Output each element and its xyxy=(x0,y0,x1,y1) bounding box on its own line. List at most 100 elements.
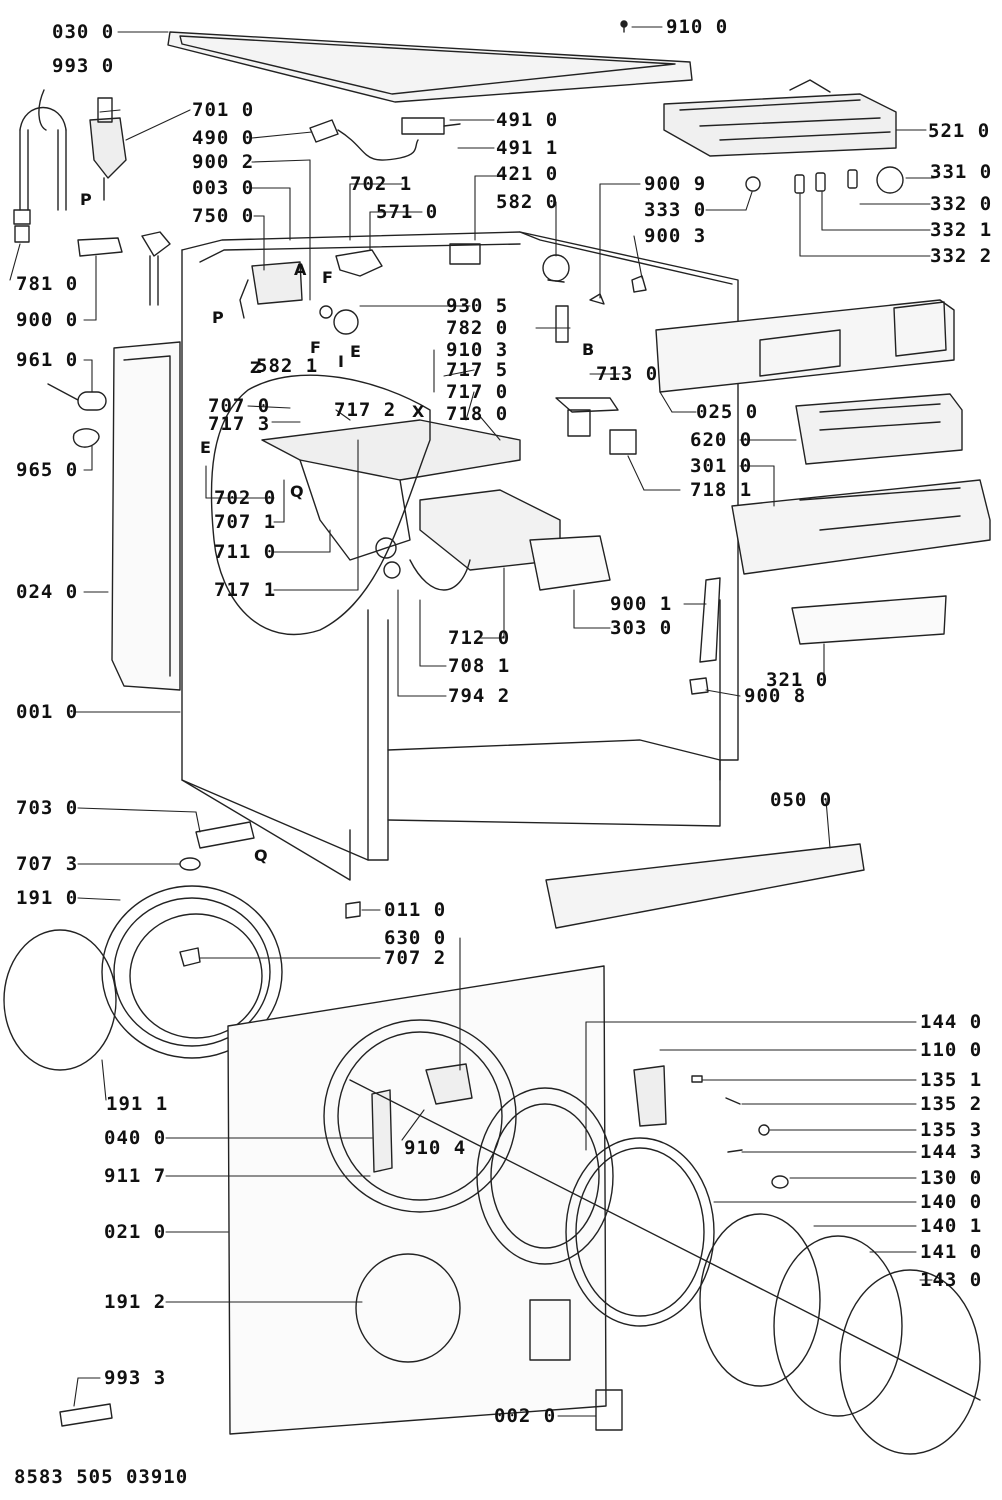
part-label-717-5: 717 5 xyxy=(446,359,509,381)
top-screw xyxy=(620,20,628,33)
door-inner-frame xyxy=(476,1087,614,1265)
door-pin xyxy=(691,1075,789,1189)
part-label-490-0: 490 0 xyxy=(192,127,255,149)
connector-letter-e: E xyxy=(200,438,211,457)
hose-elbow xyxy=(141,231,171,306)
connector-letter-q: Q xyxy=(290,482,304,501)
dispenser-outline xyxy=(210,374,431,636)
part-label-718-1: 718 1 xyxy=(690,479,753,501)
part-label-782-0: 782 0 xyxy=(446,317,509,339)
part-label-333-0: 333 0 xyxy=(644,199,707,221)
part-label-571-0: 571 0 xyxy=(376,201,439,223)
seal-clamp xyxy=(3,929,117,1071)
side-bracket xyxy=(555,305,569,343)
part-label-900-9: 900 9 xyxy=(644,173,707,195)
part-label-301-0: 301 0 xyxy=(690,455,753,477)
connector-letter-e: E xyxy=(350,342,361,361)
pressure-switch xyxy=(542,254,570,283)
part-label-140-0: 140 0 xyxy=(920,1191,983,1213)
part-label-332-2: 332 2 xyxy=(930,245,993,267)
control-decal xyxy=(791,595,947,645)
part-label-630-0: 630 0 xyxy=(384,927,447,949)
part-label-030-0: 030 0 xyxy=(52,21,115,43)
control-panel-fascia xyxy=(731,479,991,575)
part-label-707-2: 707 2 xyxy=(384,947,447,969)
part-label-718-0: 718 0 xyxy=(446,403,509,425)
part-label-961-0: 961 0 xyxy=(16,349,79,371)
connector-letter-z: Z xyxy=(250,358,262,377)
connector-letter-f: F xyxy=(310,338,321,357)
push-buttons xyxy=(745,169,858,194)
door-hinge xyxy=(371,1089,393,1173)
plinth xyxy=(545,843,865,929)
part-label-993-0: 993 0 xyxy=(52,55,115,77)
connector-letter-f: F xyxy=(322,268,333,287)
front-clamp xyxy=(355,1253,461,1363)
part-label-620-0: 620 0 xyxy=(690,429,753,451)
part-label-781-0: 781 0 xyxy=(16,273,79,295)
front-panel xyxy=(227,965,607,1435)
part-label-191-2: 191 2 xyxy=(104,1291,167,1313)
connector-letter-p: P xyxy=(212,308,224,327)
part-label-703-0: 703 0 xyxy=(16,797,79,819)
part-label-701-0: 701 0 xyxy=(192,99,255,121)
part-label-993-3: 993 3 xyxy=(104,1367,167,1389)
part-label-702-0: 702 0 xyxy=(214,487,277,509)
cabinet xyxy=(181,231,739,881)
part-label-717-0: 717 0 xyxy=(446,381,509,403)
part-label-002-0: 002 0 xyxy=(494,1405,557,1427)
part-label-717-1: 717 1 xyxy=(214,579,277,601)
part-label-713-0: 713 0 xyxy=(596,363,659,385)
part-label-707-1: 707 1 xyxy=(214,511,277,533)
part-label-717-3: 717 3 xyxy=(208,413,271,435)
part-label-025-0: 025 0 xyxy=(696,401,759,423)
part-label-491-0: 491 0 xyxy=(496,109,559,131)
support-bracket xyxy=(689,577,721,695)
connector-letter-x: X xyxy=(412,402,425,421)
part-label-794-2: 794 2 xyxy=(448,685,511,707)
part-label-708-1: 708 1 xyxy=(448,655,511,677)
part-label-331-0: 331 0 xyxy=(930,161,993,183)
control-board-frame xyxy=(655,299,955,393)
part-label-144-0: 144 0 xyxy=(920,1011,983,1033)
part-label-900-0: 900 0 xyxy=(16,309,79,331)
valve-coil xyxy=(335,249,383,277)
door-complete xyxy=(839,1269,981,1455)
part-label-900-1: 900 1 xyxy=(610,593,673,615)
part-label-003-0: 003 0 xyxy=(192,177,255,199)
door-outer-ring xyxy=(699,1213,821,1387)
pipe-clip xyxy=(589,275,647,305)
side-panel xyxy=(111,341,181,691)
suppressor xyxy=(401,117,461,135)
part-label-717-2: 717 2 xyxy=(334,399,397,421)
part-label-582-1: 582 1 xyxy=(256,355,319,377)
door-lock xyxy=(425,1063,473,1105)
door-handle xyxy=(633,1065,667,1127)
control-bracket xyxy=(663,79,897,157)
part-label-930-5: 930 5 xyxy=(446,295,509,317)
part-label-130-0: 130 0 xyxy=(920,1167,983,1189)
part-label-491-1: 491 1 xyxy=(496,137,559,159)
part-label-900-2: 900 2 xyxy=(192,151,255,173)
part-label-040-0: 040 0 xyxy=(104,1127,167,1149)
part-label-711-0: 711 0 xyxy=(214,541,277,563)
part-label-421-0: 421 0 xyxy=(496,163,559,185)
connector-letter-b: B xyxy=(582,340,595,359)
part-label-135-3: 135 3 xyxy=(920,1119,983,1141)
service-tool xyxy=(59,1403,113,1427)
level-sensor xyxy=(319,305,359,335)
program-switch-part xyxy=(555,397,637,455)
door-axis-line xyxy=(349,1079,981,1401)
part-label-702-1: 702 1 xyxy=(350,173,413,195)
part-label-144-3: 144 3 xyxy=(920,1141,983,1163)
leader-lines xyxy=(9,26,935,1417)
part-label-712-0: 712 0 xyxy=(448,627,511,649)
part-label-011-0: 011 0 xyxy=(384,899,447,921)
part-label-707-0: 707 0 xyxy=(208,395,271,417)
inlet-valve xyxy=(89,97,127,201)
interference-filter xyxy=(449,243,481,265)
connector-letter-q: Q xyxy=(254,846,268,865)
connector-letter-i: I xyxy=(338,352,344,371)
connector-letter-a: A xyxy=(294,260,307,279)
